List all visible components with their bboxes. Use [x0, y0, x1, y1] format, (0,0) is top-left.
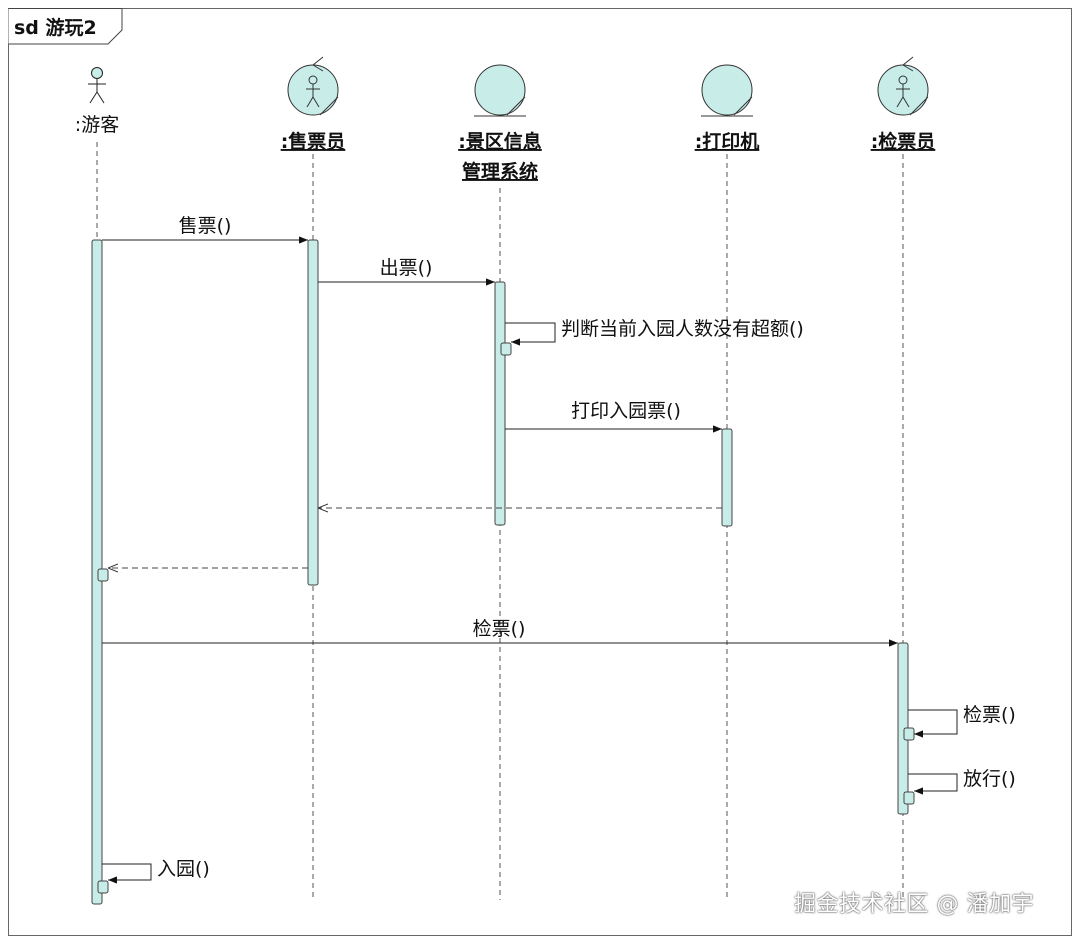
control-actor-icon [287, 56, 339, 116]
frame-border [8, 8, 1072, 936]
message-issue-ticket: 出票() [318, 257, 495, 286]
frame-title-tab [8, 8, 123, 45]
activation-system [494, 281, 506, 526]
control-actor-icon [877, 56, 929, 116]
actor-stick-icon [88, 67, 106, 104]
participant-checker: :检票员 [871, 56, 936, 153]
participant-label: :检票员 [871, 130, 936, 153]
message-label: 检票() [473, 618, 526, 640]
participant-label: :售票员 [281, 130, 346, 153]
participant-label-line2: 管理系统 [462, 160, 538, 183]
activation-system-self [500, 342, 512, 356]
activation-checker-self-1 [903, 727, 915, 741]
participant-label: :打印机 [695, 130, 760, 153]
activation-tourist-self [97, 880, 109, 894]
message-label: 出票() [380, 257, 433, 279]
participant-label: :游客 [75, 114, 119, 136]
activation-checker-self-2 [903, 791, 915, 805]
activation-seller [307, 239, 319, 586]
participant-printer: :打印机 [695, 64, 760, 153]
frame-title: sd 游玩2 [14, 16, 97, 39]
participant-system: :景区信息 管理系统 [458, 64, 542, 183]
activation-tourist-return [97, 568, 109, 582]
message-print-ticket: 打印入园票() [505, 400, 722, 433]
entity-icon [701, 64, 753, 117]
message-checker-self-check: 检票() [908, 704, 1016, 738]
message-tourist-enter: 入园() [102, 858, 210, 884]
entity-icon [474, 64, 526, 117]
message-checker-self-release: 放行() [908, 768, 1016, 795]
message-label: 打印入园票() [571, 400, 681, 422]
message-check-capacity: 判断当前入园人数没有超额() [505, 318, 804, 346]
message-arrow [908, 773, 958, 795]
message-arrow [102, 863, 152, 884]
participant-label: :景区信息 [458, 130, 542, 153]
message-label: 售票() [179, 215, 232, 237]
message-arrow [908, 709, 958, 738]
watermark: 掘金技术社区 @ 潘加宇 [794, 892, 1034, 917]
participant-tourist: :游客 [75, 67, 119, 136]
message-sell-ticket: 售票() [102, 215, 308, 244]
message-label: 入园() [157, 858, 210, 880]
message-label: 检票() [963, 704, 1016, 726]
activations [91, 239, 915, 905]
activation-printer [721, 428, 733, 527]
message-arrow [505, 322, 556, 346]
message-label: 判断当前入园人数没有超额() [561, 318, 804, 340]
message-label: 放行() [963, 768, 1016, 790]
message-check-ticket: 检票() [102, 618, 898, 647]
participant-seller: :售票员 [281, 56, 346, 153]
